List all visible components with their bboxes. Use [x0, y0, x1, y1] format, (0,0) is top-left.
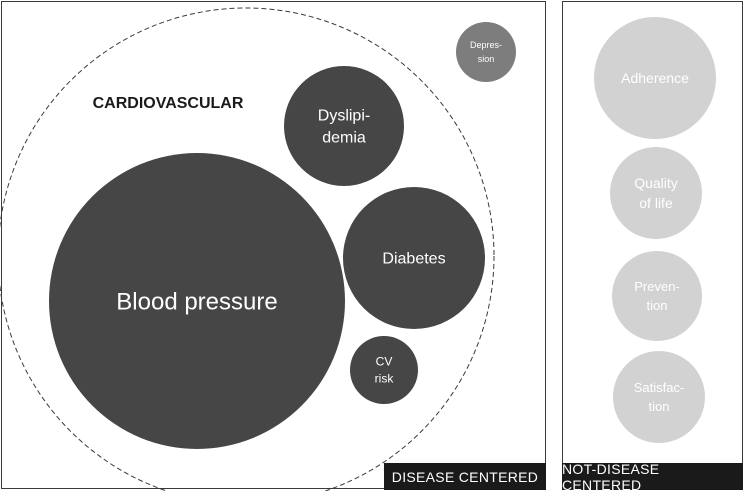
dyslipidemia-bubble: [284, 66, 404, 186]
prevention-bubble: [612, 251, 702, 341]
dyslipidemia-label: Dyslipi-: [318, 108, 370, 125]
adherence-label: Adherence: [621, 70, 689, 86]
satisfaction-label: Satisfac-: [634, 380, 685, 395]
cv-risk-bubble: [350, 336, 418, 404]
cardiovascular-boundary: [0, 7, 495, 491]
quality-of-life-label: Quality: [634, 175, 678, 191]
blood-pressure-label: Blood pressure: [116, 288, 277, 315]
prevention-label: Preven-: [634, 279, 680, 294]
quality-of-life-label: of life: [639, 195, 673, 211]
satisfaction-label: tion: [649, 399, 670, 414]
depression-label: sion: [478, 54, 495, 64]
depression-label: Depres-: [470, 40, 502, 50]
diabetes-label: Diabetes: [382, 251, 445, 268]
quality-of-life-bubble: [610, 147, 702, 239]
dyslipidemia-label: demia: [322, 130, 366, 147]
not-disease-centered-label: NOT-DISEASE CENTERED: [562, 461, 743, 493]
cv-risk-label: risk: [375, 372, 395, 386]
prevention-label: tion: [647, 298, 668, 313]
disease-centered-label: DISEASE CENTERED: [384, 463, 546, 490]
diabetes-bubble: [343, 187, 485, 329]
cv-risk-label: CV: [376, 355, 393, 369]
satisfaction-bubble: [613, 351, 705, 443]
blood-pressure-bubble: [49, 153, 345, 449]
adherence-bubble: [594, 17, 716, 139]
depression-bubble: [456, 22, 516, 82]
cardiovascular-label: CARDIOVASCULAR: [93, 95, 244, 112]
